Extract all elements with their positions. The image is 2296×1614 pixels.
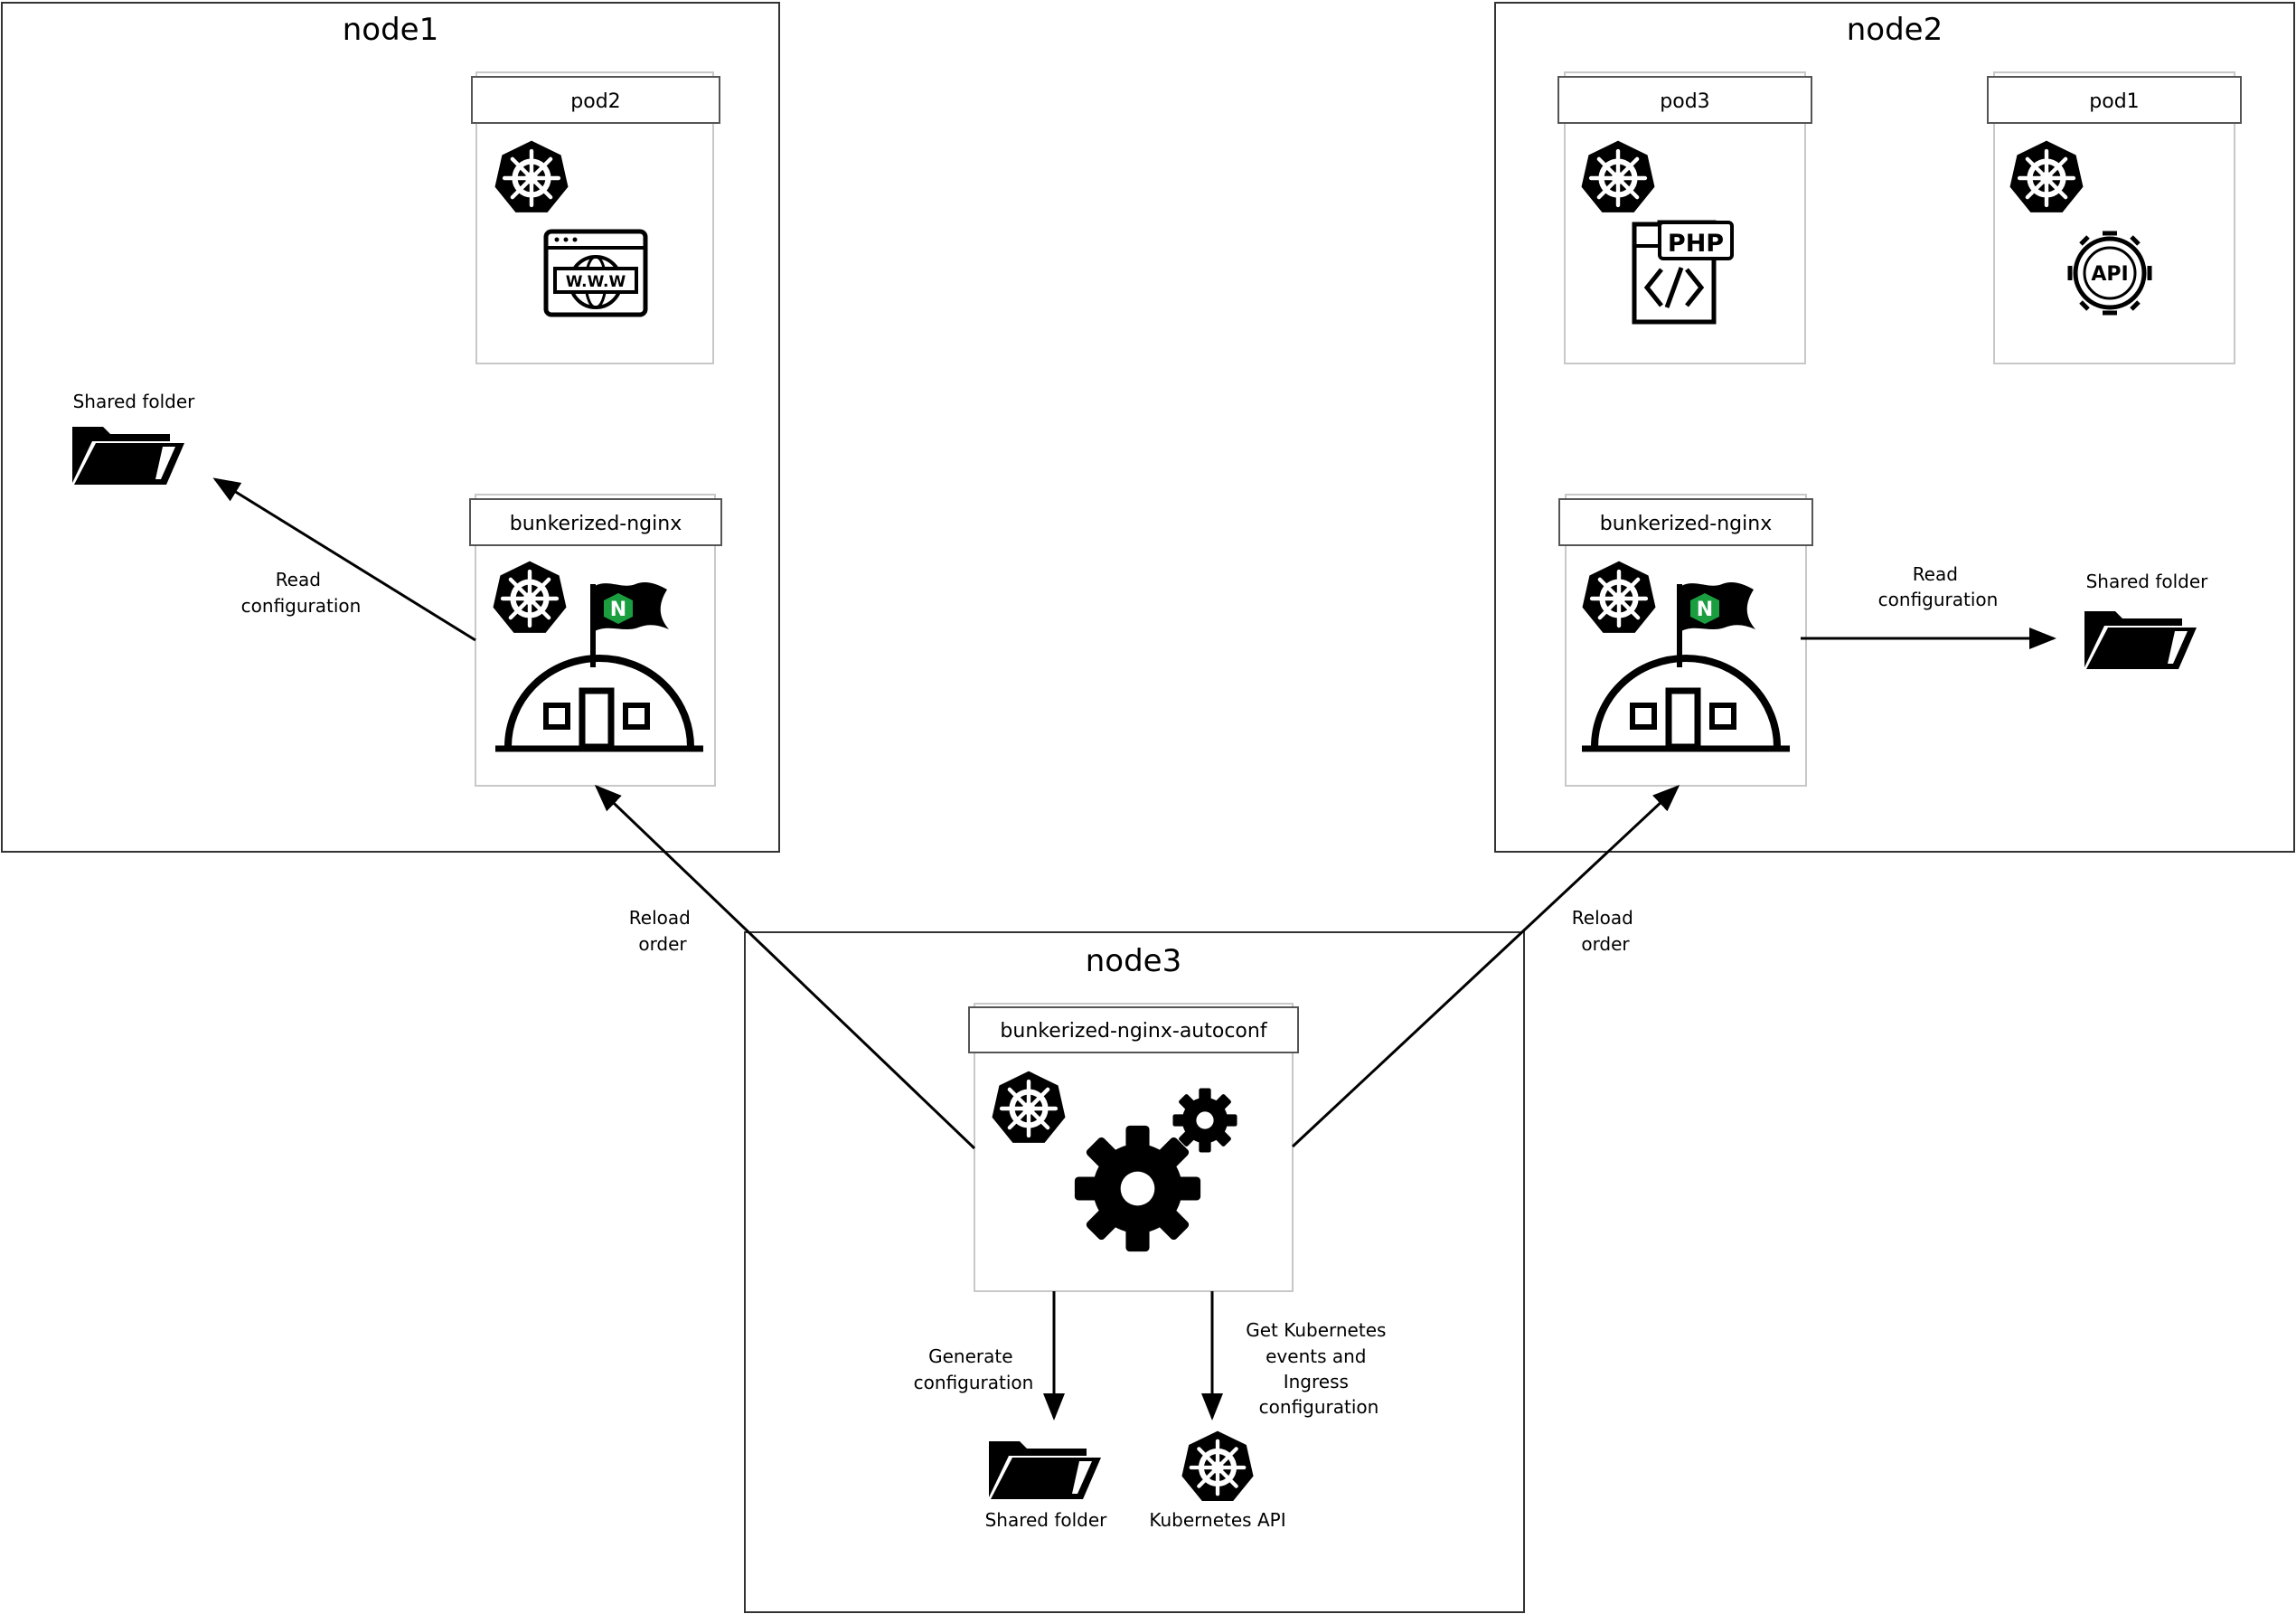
www-browser-icon: W.W.W bbox=[543, 229, 648, 317]
arrow-reload-node1 bbox=[594, 784, 976, 1150]
nginx-node1-title: bunkerized-nginx bbox=[510, 513, 682, 535]
node1-title: node1 bbox=[343, 12, 438, 48]
pod-bunkerized-nginx-node2: bunkerized-nginx bbox=[1558, 494, 1813, 787]
label-read-config-node2: Read configuration bbox=[1878, 563, 1999, 610]
kubernetes-api: Kubernetes API bbox=[1149, 1431, 1286, 1531]
pod1-title: pod1 bbox=[2089, 90, 2139, 113]
shared-folder-node1: Shared folder bbox=[72, 391, 195, 485]
svg-text:API: API bbox=[2091, 263, 2128, 286]
node2-title: node2 bbox=[1847, 12, 1943, 48]
pod-pod3: pod3 PHP bbox=[1557, 71, 1812, 364]
pod2-title: pod2 bbox=[570, 90, 620, 113]
label-get-k8s: Get Kubernetes events and Ingress config… bbox=[1246, 1319, 1392, 1418]
arrow-read-config-node1 bbox=[212, 477, 476, 642]
pod-bunkerized-nginx-node1: bunkerized-nginx bbox=[469, 494, 722, 787]
pod3-title: pod3 bbox=[1660, 90, 1709, 113]
kubernetes-api-label: Kubernetes API bbox=[1149, 1509, 1285, 1531]
arrow-reload-node2 bbox=[1291, 784, 1680, 1148]
label-reload-left: Reload order bbox=[629, 907, 696, 955]
shared-folder-node2: Shared folder bbox=[2084, 571, 2208, 669]
nginx-node2-title: bunkerized-nginx bbox=[1600, 513, 1772, 535]
pod-pod1: pod1 API bbox=[1987, 71, 2242, 364]
shared-folder-node2-label: Shared folder bbox=[2086, 571, 2209, 592]
label-reload-right: Reload order bbox=[1572, 907, 1639, 955]
autoconf-title: bunkerized-nginx-autoconf bbox=[1000, 1020, 1267, 1043]
pod-bunkerized-nginx-autoconf: bunkerized-nginx-autoconf bbox=[968, 1003, 1299, 1292]
node3-title: node3 bbox=[1086, 943, 1181, 979]
label-read-config-node1: Read configuration bbox=[241, 569, 362, 617]
php-file-icon: PHP bbox=[1632, 220, 1734, 325]
label-generate-config: Generate configuration bbox=[914, 1345, 1034, 1393]
shared-folder-node3-label: Shared folder bbox=[985, 1509, 1108, 1531]
shared-folder-node1-label: Shared folder bbox=[73, 391, 196, 412]
svg-text:PHP: PHP bbox=[1668, 230, 1724, 258]
svg-text:W.W.W: W.W.W bbox=[566, 273, 626, 291]
api-gear-icon: API bbox=[2067, 231, 2152, 316]
pod-pod2: pod2 W.W.W bbox=[471, 71, 720, 364]
shared-folder-node3: Shared folder bbox=[985, 1441, 1108, 1531]
